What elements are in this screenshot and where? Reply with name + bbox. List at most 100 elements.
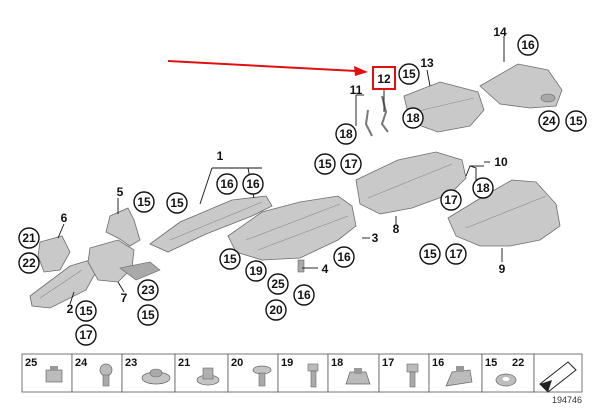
circled-callouts: 16 15 18 18 24 15 15 17 18 17 16 16 15 1… [18, 34, 587, 346]
callout-9: 9 [499, 262, 506, 276]
strip-label-15: 15 [485, 357, 497, 369]
circled-15: 15 [166, 192, 188, 214]
strip-label-23: 23 [125, 357, 137, 369]
leader-lines [57, 36, 505, 305]
circled-16: 16 [242, 173, 264, 195]
svg-text:17: 17 [444, 193, 458, 207]
spring-clip-icon [345, 368, 371, 385]
circled-17: 17 [340, 153, 362, 175]
pointer-arrow [167, 60, 368, 76]
svg-text:16: 16 [246, 177, 260, 191]
svg-text:15: 15 [569, 114, 583, 128]
strip-label-16: 16 [432, 357, 444, 369]
circled-15: 15 [565, 110, 587, 132]
strip-label-20: 20 [231, 357, 243, 369]
circled-15: 15 [419, 243, 441, 265]
callout-2: 2 [67, 302, 74, 316]
flange-screw-icon [252, 365, 272, 387]
svg-text:15: 15 [170, 196, 184, 210]
strip-cell-21 [174, 353, 229, 393]
circled-17: 17 [440, 189, 462, 211]
circled-25: 25 [267, 273, 289, 295]
bracket-5-part [105, 207, 141, 247]
callout-4: 4 [322, 262, 329, 276]
clip-4-part [297, 259, 305, 273]
heat-shield-6-part [37, 235, 71, 273]
callout-10: 10 [494, 155, 508, 169]
circled-24: 24 [538, 110, 560, 132]
circled-20: 20 [265, 299, 287, 321]
heat-shield-2-part [29, 259, 97, 309]
circled-23: 23 [137, 279, 159, 301]
circled-15: 15 [314, 153, 336, 175]
strip-label-18: 18 [331, 357, 343, 369]
number-labels: 1 2 3 4 5 6 7 8 9 10 11 13 14 [61, 25, 508, 316]
circled-19: 19 [245, 260, 267, 282]
svg-text:16: 16 [220, 177, 234, 191]
circled-16: 16 [517, 34, 539, 56]
svg-text:18: 18 [339, 127, 353, 141]
bolt-icon [99, 363, 113, 387]
svg-text:16: 16 [297, 288, 311, 302]
strip-label-21: 21 [178, 357, 190, 369]
svg-text:15: 15 [318, 157, 332, 171]
svg-text:25: 25 [271, 277, 285, 291]
circled-16: 16 [216, 173, 238, 195]
circled-17: 17 [75, 324, 97, 346]
reference-number: 194746 [552, 395, 582, 405]
circled-16: 16 [293, 284, 315, 306]
svg-text:19: 19 [249, 264, 263, 278]
svg-text:21: 21 [22, 231, 36, 245]
svg-text:15: 15 [141, 308, 155, 322]
svg-text:17: 17 [449, 247, 463, 261]
svg-text:17: 17 [79, 328, 93, 342]
circled-15: 15 [133, 191, 155, 213]
callout-6: 6 [61, 211, 68, 225]
clamp-clip-icon [445, 366, 473, 387]
svg-text:12: 12 [377, 72, 391, 86]
hex-nut-icon [495, 373, 517, 387]
heat-shield-7-part [87, 239, 161, 283]
svg-text:15: 15 [223, 252, 237, 266]
circled-18: 18 [472, 177, 494, 199]
strip-label-19: 19 [281, 357, 293, 369]
strip-cell-17 [378, 353, 430, 393]
bracket-12-part [380, 95, 389, 133]
circled-15: 15 [75, 300, 97, 322]
rear-heat-shield-9-part [447, 179, 561, 247]
tunnel-heat-shield-1-part [149, 195, 273, 253]
circled-21: 21 [18, 227, 40, 249]
circled-18: 18 [335, 123, 357, 145]
callout-7: 7 [121, 291, 128, 305]
svg-text:15: 15 [423, 247, 437, 261]
callout-8: 8 [393, 222, 400, 236]
svg-text:15: 15 [402, 67, 416, 81]
heat-shield-14-part [479, 63, 563, 109]
washer-nut-icon [141, 368, 171, 385]
circled-15: 15 [219, 248, 241, 270]
bracket-11-part [364, 109, 373, 137]
svg-text:20: 20 [269, 303, 283, 317]
strip-label-25: 25 [25, 357, 37, 369]
callout-3: 3 [372, 231, 379, 245]
circled-16: 16 [333, 246, 355, 268]
svg-text:16: 16 [521, 38, 535, 52]
fastener-strip: 25 24 23 21 20 19 18 17 16 15 22 [21, 353, 583, 393]
callout-5: 5 [117, 185, 124, 199]
circled-17: 17 [445, 243, 467, 265]
svg-text:24: 24 [542, 114, 556, 128]
callout-14: 14 [493, 25, 507, 39]
svg-text:16: 16 [337, 250, 351, 264]
flange-nut-icon [196, 367, 220, 386]
callout-12-highlighted: 12 [372, 66, 396, 90]
svg-text:17: 17 [344, 157, 358, 171]
callout-13: 13 [420, 56, 434, 70]
callout-11: 11 [350, 83, 363, 97]
direction-arrow-icon [539, 361, 577, 393]
svg-text:18: 18 [406, 111, 420, 125]
bracket-10-part [465, 165, 477, 186]
hex-bolt-icon [406, 363, 419, 388]
clip-nut-icon [45, 366, 63, 383]
strip-label-17: 17 [382, 357, 394, 369]
